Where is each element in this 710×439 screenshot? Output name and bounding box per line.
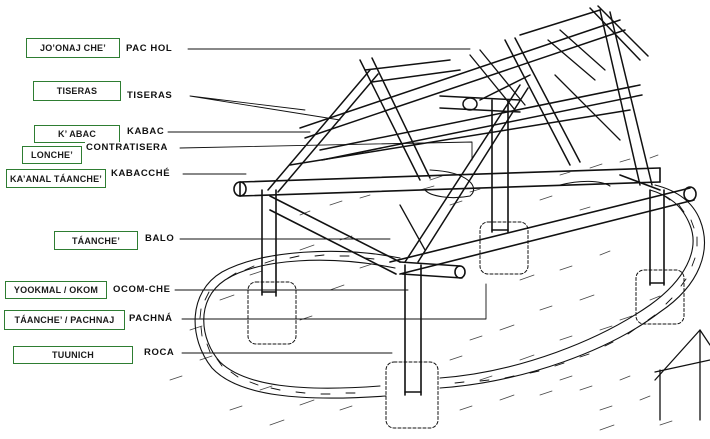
posts <box>261 99 665 396</box>
leader-lines <box>167 48 487 354</box>
part-label-ocom-che: OCOM-CHE <box>112 284 172 295</box>
maya-label-joonaj-che: JO’ONAJ CHE’ <box>26 38 120 58</box>
maya-label-kabac: K’ ABAC <box>34 125 120 143</box>
small-hut <box>654 329 710 421</box>
maya-label-tiseras: TISERAS <box>33 81 121 101</box>
part-label-kabac: KABAC <box>126 126 166 137</box>
post-footings <box>247 221 685 429</box>
part-label-pac-hol: PAC HOL <box>125 43 174 54</box>
part-label-pachna: PACHNÁ <box>128 313 174 324</box>
ground-hatching <box>169 154 673 431</box>
part-label-roca: ROCA <box>143 347 176 358</box>
ridge-and-purlins <box>289 19 643 166</box>
lower-beams <box>233 167 697 279</box>
roof-rafters <box>267 5 653 263</box>
cross-braces <box>399 29 621 251</box>
maya-label-lonche: LONCHE’ <box>22 146 82 164</box>
maya-label-kaanal-taanche: KA’ANAL TÁANCHE’ <box>6 169 106 188</box>
stone-ring <box>194 169 705 399</box>
maya-label-taanche: TÁANCHE’ <box>54 231 138 250</box>
part-label-tiseras: TISERAS <box>126 90 174 101</box>
maya-label-tuunich: TUUNICH <box>13 346 133 364</box>
part-label-balo: BALO <box>144 233 176 244</box>
part-label-kabacche: KABACCHÉ <box>110 168 172 179</box>
maya-label-yookmal-okom: YOOKMAL / OKOM <box>5 281 107 299</box>
part-label-contratisera: CONTRATISERA <box>85 142 169 153</box>
maya-label-taanche-pachnaj: TÁANCHE’ / PACHNAJ <box>4 310 125 330</box>
